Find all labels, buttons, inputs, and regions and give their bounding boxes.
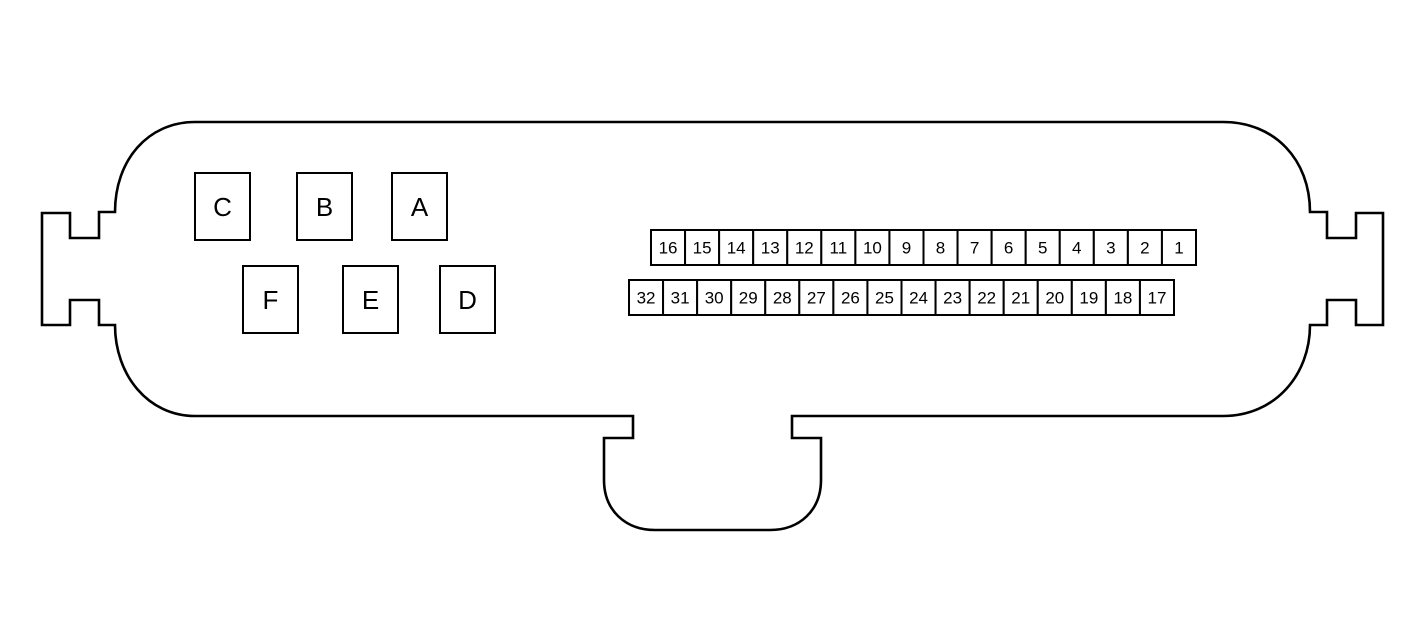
- cavity-f: F: [242, 265, 299, 334]
- terminal-cavity-3-label: 3: [1106, 239, 1115, 258]
- terminal-cavity-5-label: 5: [1038, 239, 1047, 258]
- terminal-cavity-4-label: 4: [1072, 239, 1081, 258]
- terminal-cavity-20-label: 20: [1045, 289, 1064, 308]
- terminal-cavity-26-label: 26: [841, 289, 860, 308]
- cavity-a-box: [391, 172, 448, 241]
- terminal-cavity-19-label: 19: [1079, 289, 1098, 308]
- terminal-cavity-17-box: [1138, 279, 1175, 316]
- terminal-cavity-21-box: [1002, 279, 1039, 316]
- terminal-cavity-16-label: 16: [659, 239, 678, 258]
- cavity-b-label: B: [316, 192, 333, 222]
- terminal-cavity-6-box: [990, 229, 1027, 266]
- terminal-cavity-1-label: 1: [1174, 239, 1183, 258]
- terminal-cavity-14-label: 14: [727, 239, 746, 258]
- terminal-cavity-22-label: 22: [977, 289, 996, 308]
- terminal-cavity-7-label: 7: [970, 239, 979, 258]
- terminal-cavity-31-label: 31: [671, 289, 690, 308]
- terminal-cavity-2-box: [1126, 229, 1163, 266]
- cavity-e-label: E: [362, 285, 379, 315]
- cavity-d: D: [439, 265, 496, 334]
- connector-housing-outline: [40, 120, 1385, 532]
- pin-row-top: 16 15 14 13 12 11 10 9 8 7 6 5 4 3 2 1: [650, 229, 1197, 266]
- cavity-f-box: [242, 265, 299, 334]
- terminal-cavity-7-box: [956, 229, 993, 266]
- cavity-d-label: D: [458, 285, 477, 315]
- terminal-cavity-8-box: [922, 229, 959, 266]
- terminal-cavity-24-label: 24: [909, 289, 928, 308]
- terminal-cavity-10-label: 10: [863, 239, 882, 258]
- cavity-a: A: [391, 172, 448, 241]
- cavity-b-box: [296, 172, 353, 241]
- terminal-cavity-13-label: 13: [761, 239, 780, 258]
- cavity-d-box: [439, 265, 496, 334]
- terminal-cavity-30-label: 30: [705, 289, 724, 308]
- cavity-f-label: F: [263, 285, 279, 315]
- terminal-cavity-27-box: [798, 279, 835, 316]
- terminal-cavity-26-box: [832, 279, 869, 316]
- terminal-cavity-9-label: 9: [902, 239, 911, 258]
- terminal-cavity-23-label: 23: [943, 289, 962, 308]
- terminal-cavity-28-label: 28: [773, 289, 792, 308]
- terminal-cavity-25-label: 25: [875, 289, 894, 308]
- terminal-cavity-15-label: 15: [693, 239, 712, 258]
- terminal-cavity-9-box: [888, 229, 925, 266]
- terminal-cavity-29-box: [730, 279, 767, 316]
- terminal-cavity-8-label: 8: [936, 239, 945, 258]
- terminal-cavity-20-box: [1036, 279, 1073, 316]
- terminal-cavity-27-label: 27: [807, 289, 826, 308]
- terminal-cavity-18-box: [1104, 279, 1141, 316]
- cavity-c: C: [194, 172, 251, 241]
- cavity-a-label: A: [411, 192, 429, 222]
- terminal-cavity-12-label: 12: [795, 239, 814, 258]
- cavity-e: E: [342, 265, 399, 334]
- pin-row-bottom: 32 31 30 29 28 27 26 25 24 23 22 21 20 19 18 17: [628, 279, 1175, 316]
- cavity-e-box: [342, 265, 399, 334]
- cavity-c-box: [194, 172, 251, 241]
- terminal-cavity-4-box: [1058, 229, 1095, 266]
- terminal-cavity-11-label: 11: [830, 239, 848, 258]
- terminal-cavity-23-box: [934, 279, 971, 316]
- terminal-cavity-19-box: [1070, 279, 1107, 316]
- terminal-cavity-12-box: [786, 229, 823, 266]
- terminal-cavity-21-label: 21: [1011, 289, 1030, 308]
- terminal-cavity-2-label: 2: [1140, 239, 1149, 258]
- terminal-cavity-18-label: 18: [1113, 289, 1132, 308]
- terminal-cavity-32-label: 32: [637, 289, 656, 308]
- terminal-cavity-3-box: [1092, 229, 1129, 266]
- cavity-c-label: C: [213, 192, 232, 222]
- terminal-cavity-17-label: 17: [1148, 289, 1167, 308]
- terminal-cavity-29-label: 29: [739, 289, 758, 308]
- large-cavity-group: C B A F E D: [194, 172, 496, 334]
- terminal-cavity-1-box: [1160, 229, 1197, 266]
- terminal-cavity-6-label: 6: [1004, 239, 1013, 258]
- terminal-cavity-25-box: [866, 279, 903, 316]
- cavity-b: B: [296, 172, 353, 241]
- terminal-cavity-32-box: [628, 279, 665, 316]
